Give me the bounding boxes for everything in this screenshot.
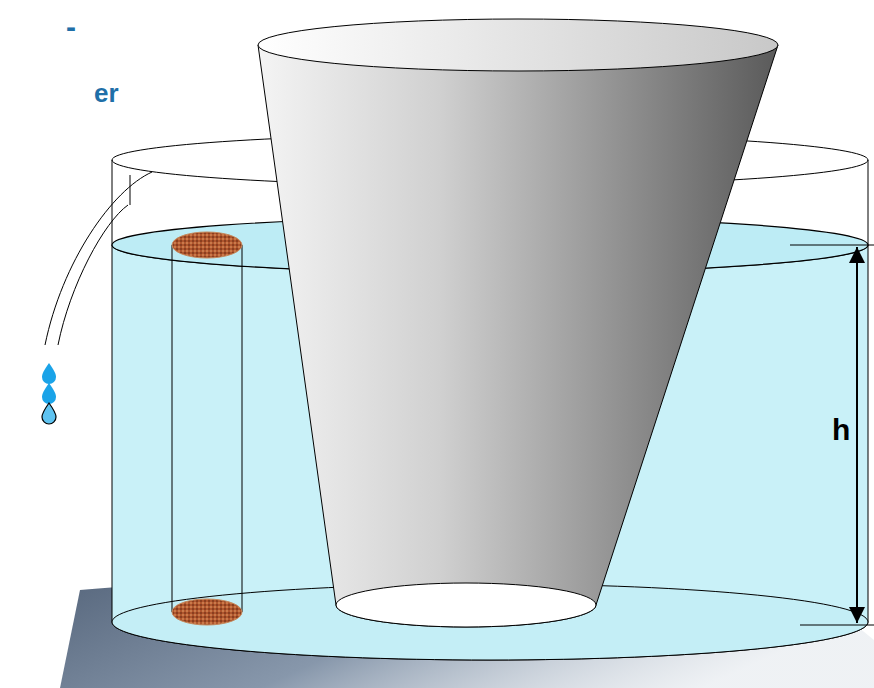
spout [58, 205, 128, 345]
cone-bottom [336, 583, 596, 627]
tube-wall [172, 245, 173, 612]
tube-plug [172, 599, 242, 625]
water-drop [42, 363, 56, 384]
container-bottom [112, 584, 868, 660]
dimension-tick [800, 625, 874, 626]
dimension-label: h [832, 415, 850, 445]
title-fragment: - [66, 12, 76, 42]
container-wall [868, 160, 869, 245]
spout [130, 175, 131, 205]
water-drop [42, 383, 56, 404]
cone-top [258, 19, 778, 71]
container-wall [112, 160, 113, 245]
title-fragment: er [94, 80, 119, 106]
tube-wall [242, 245, 243, 612]
water-drop [42, 403, 56, 424]
dimension-arrow [856, 247, 858, 623]
spout [45, 172, 152, 345]
tube-plug [172, 232, 242, 258]
dimension-tick [790, 245, 874, 246]
cone [258, 45, 778, 627]
